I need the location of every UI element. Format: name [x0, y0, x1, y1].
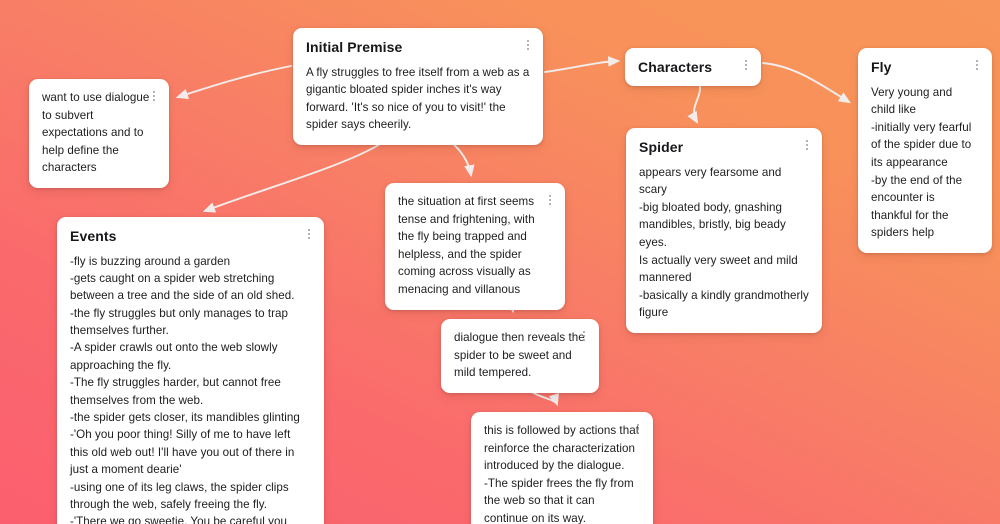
- card-dialogue-note[interactable]: want to use dialogue to subvert expectat…: [29, 79, 169, 189]
- card-body: this is followed by actions that reinfor…: [484, 424, 639, 524]
- three-dots-vertical-icon[interactable]: [632, 421, 644, 437]
- card-body: A fly struggles to free itself from a we…: [306, 65, 530, 132]
- card-situation[interactable]: the situation at first seems tense and f…: [385, 183, 565, 310]
- card-initial-premise[interactable]: Initial Premise A fly struggles to free …: [293, 28, 543, 145]
- three-dots-vertical-icon[interactable]: [522, 37, 534, 53]
- connector-characters-to-fly: [762, 62, 851, 104]
- card-fly[interactable]: Fly Very young and child like -initially…: [858, 48, 992, 253]
- three-dots-vertical-icon[interactable]: [740, 57, 752, 73]
- card-actions[interactable]: this is followed by actions that reinfor…: [471, 412, 653, 524]
- three-dots-vertical-icon[interactable]: [578, 328, 590, 344]
- card-title: Characters: [638, 59, 713, 75]
- three-dots-vertical-icon[interactable]: [544, 192, 556, 208]
- card-spider[interactable]: Spider appears very fearsome and scary -…: [626, 128, 822, 333]
- card-title: Events: [70, 228, 117, 244]
- card-title: Fly: [871, 59, 892, 75]
- three-dots-vertical-icon[interactable]: [303, 226, 315, 242]
- card-title: Spider: [639, 139, 684, 155]
- card-body: Very young and child like -initially ver…: [871, 85, 972, 240]
- card-events[interactable]: Events -fly is buzzing around a garden -…: [57, 217, 324, 524]
- connector-premise-to-characters: [544, 56, 621, 73]
- three-dots-vertical-icon[interactable]: [801, 137, 813, 153]
- card-body: want to use dialogue to subvert expectat…: [42, 91, 150, 175]
- connector-premise-to-dialogue-note: [175, 65, 292, 100]
- card-body: -fly is buzzing around a garden -gets ca…: [70, 254, 300, 524]
- card-title: Initial Premise: [306, 39, 403, 55]
- card-characters[interactable]: Characters: [625, 48, 761, 86]
- card-dialogue-reveal[interactable]: dialogue then reveals the spider to be s…: [441, 319, 599, 393]
- three-dots-vertical-icon[interactable]: [148, 88, 160, 104]
- three-dots-vertical-icon[interactable]: [971, 57, 983, 73]
- card-body: appears very fearsome and scary -big blo…: [639, 165, 809, 320]
- card-body: dialogue then reveals the spider to be s…: [454, 331, 585, 380]
- card-body: the situation at first seems tense and f…: [398, 195, 535, 297]
